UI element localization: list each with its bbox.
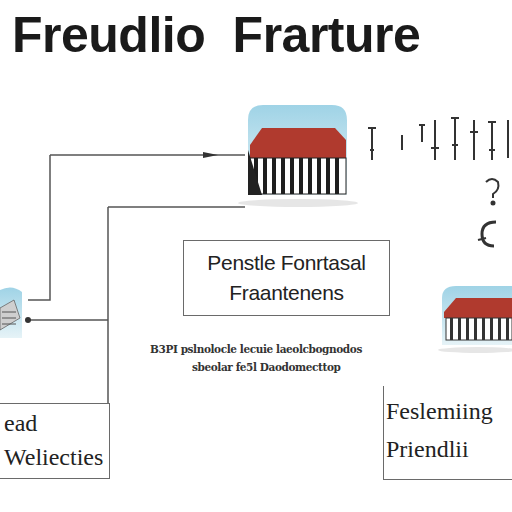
diagram-title: Freudlio Frarture — [12, 6, 420, 64]
box-label: ead — [4, 406, 105, 440]
wire — [28, 155, 50, 300]
box-label: Penstle Fonrtasal Fraantenens — [194, 248, 379, 308]
process-box: Penstle Fonrtasal Fraantenens — [183, 240, 390, 316]
wire — [28, 319, 108, 321]
machine-illustration — [438, 286, 512, 353]
machine-illustration — [238, 105, 358, 207]
wire — [107, 207, 109, 403]
note-text: B3PI pslnolocle lecuie laeolcbognodos — [150, 343, 362, 355]
box-text-group: eadWeliecties — [4, 406, 105, 474]
arrow-mark — [203, 152, 218, 158]
note-text: sbeolar fe5l Daodomecttop — [192, 361, 341, 373]
process-box: FeslemiingPriendlii — [383, 386, 512, 480]
box-label: Feslemiing — [386, 392, 512, 430]
box-label: Weliecties — [4, 440, 105, 474]
box-text-group: FeslemiingPriendlii — [386, 392, 512, 468]
box-label: Priendlii — [386, 430, 512, 468]
process-box: eadWeliecties — [0, 403, 110, 479]
wire — [108, 206, 245, 208]
junction-dot — [25, 317, 31, 323]
box-text-group: Penstle Fonrtasal Fraantenens — [194, 248, 379, 308]
machine-illustration — [0, 287, 22, 338]
tool-symbols — [368, 118, 508, 246]
